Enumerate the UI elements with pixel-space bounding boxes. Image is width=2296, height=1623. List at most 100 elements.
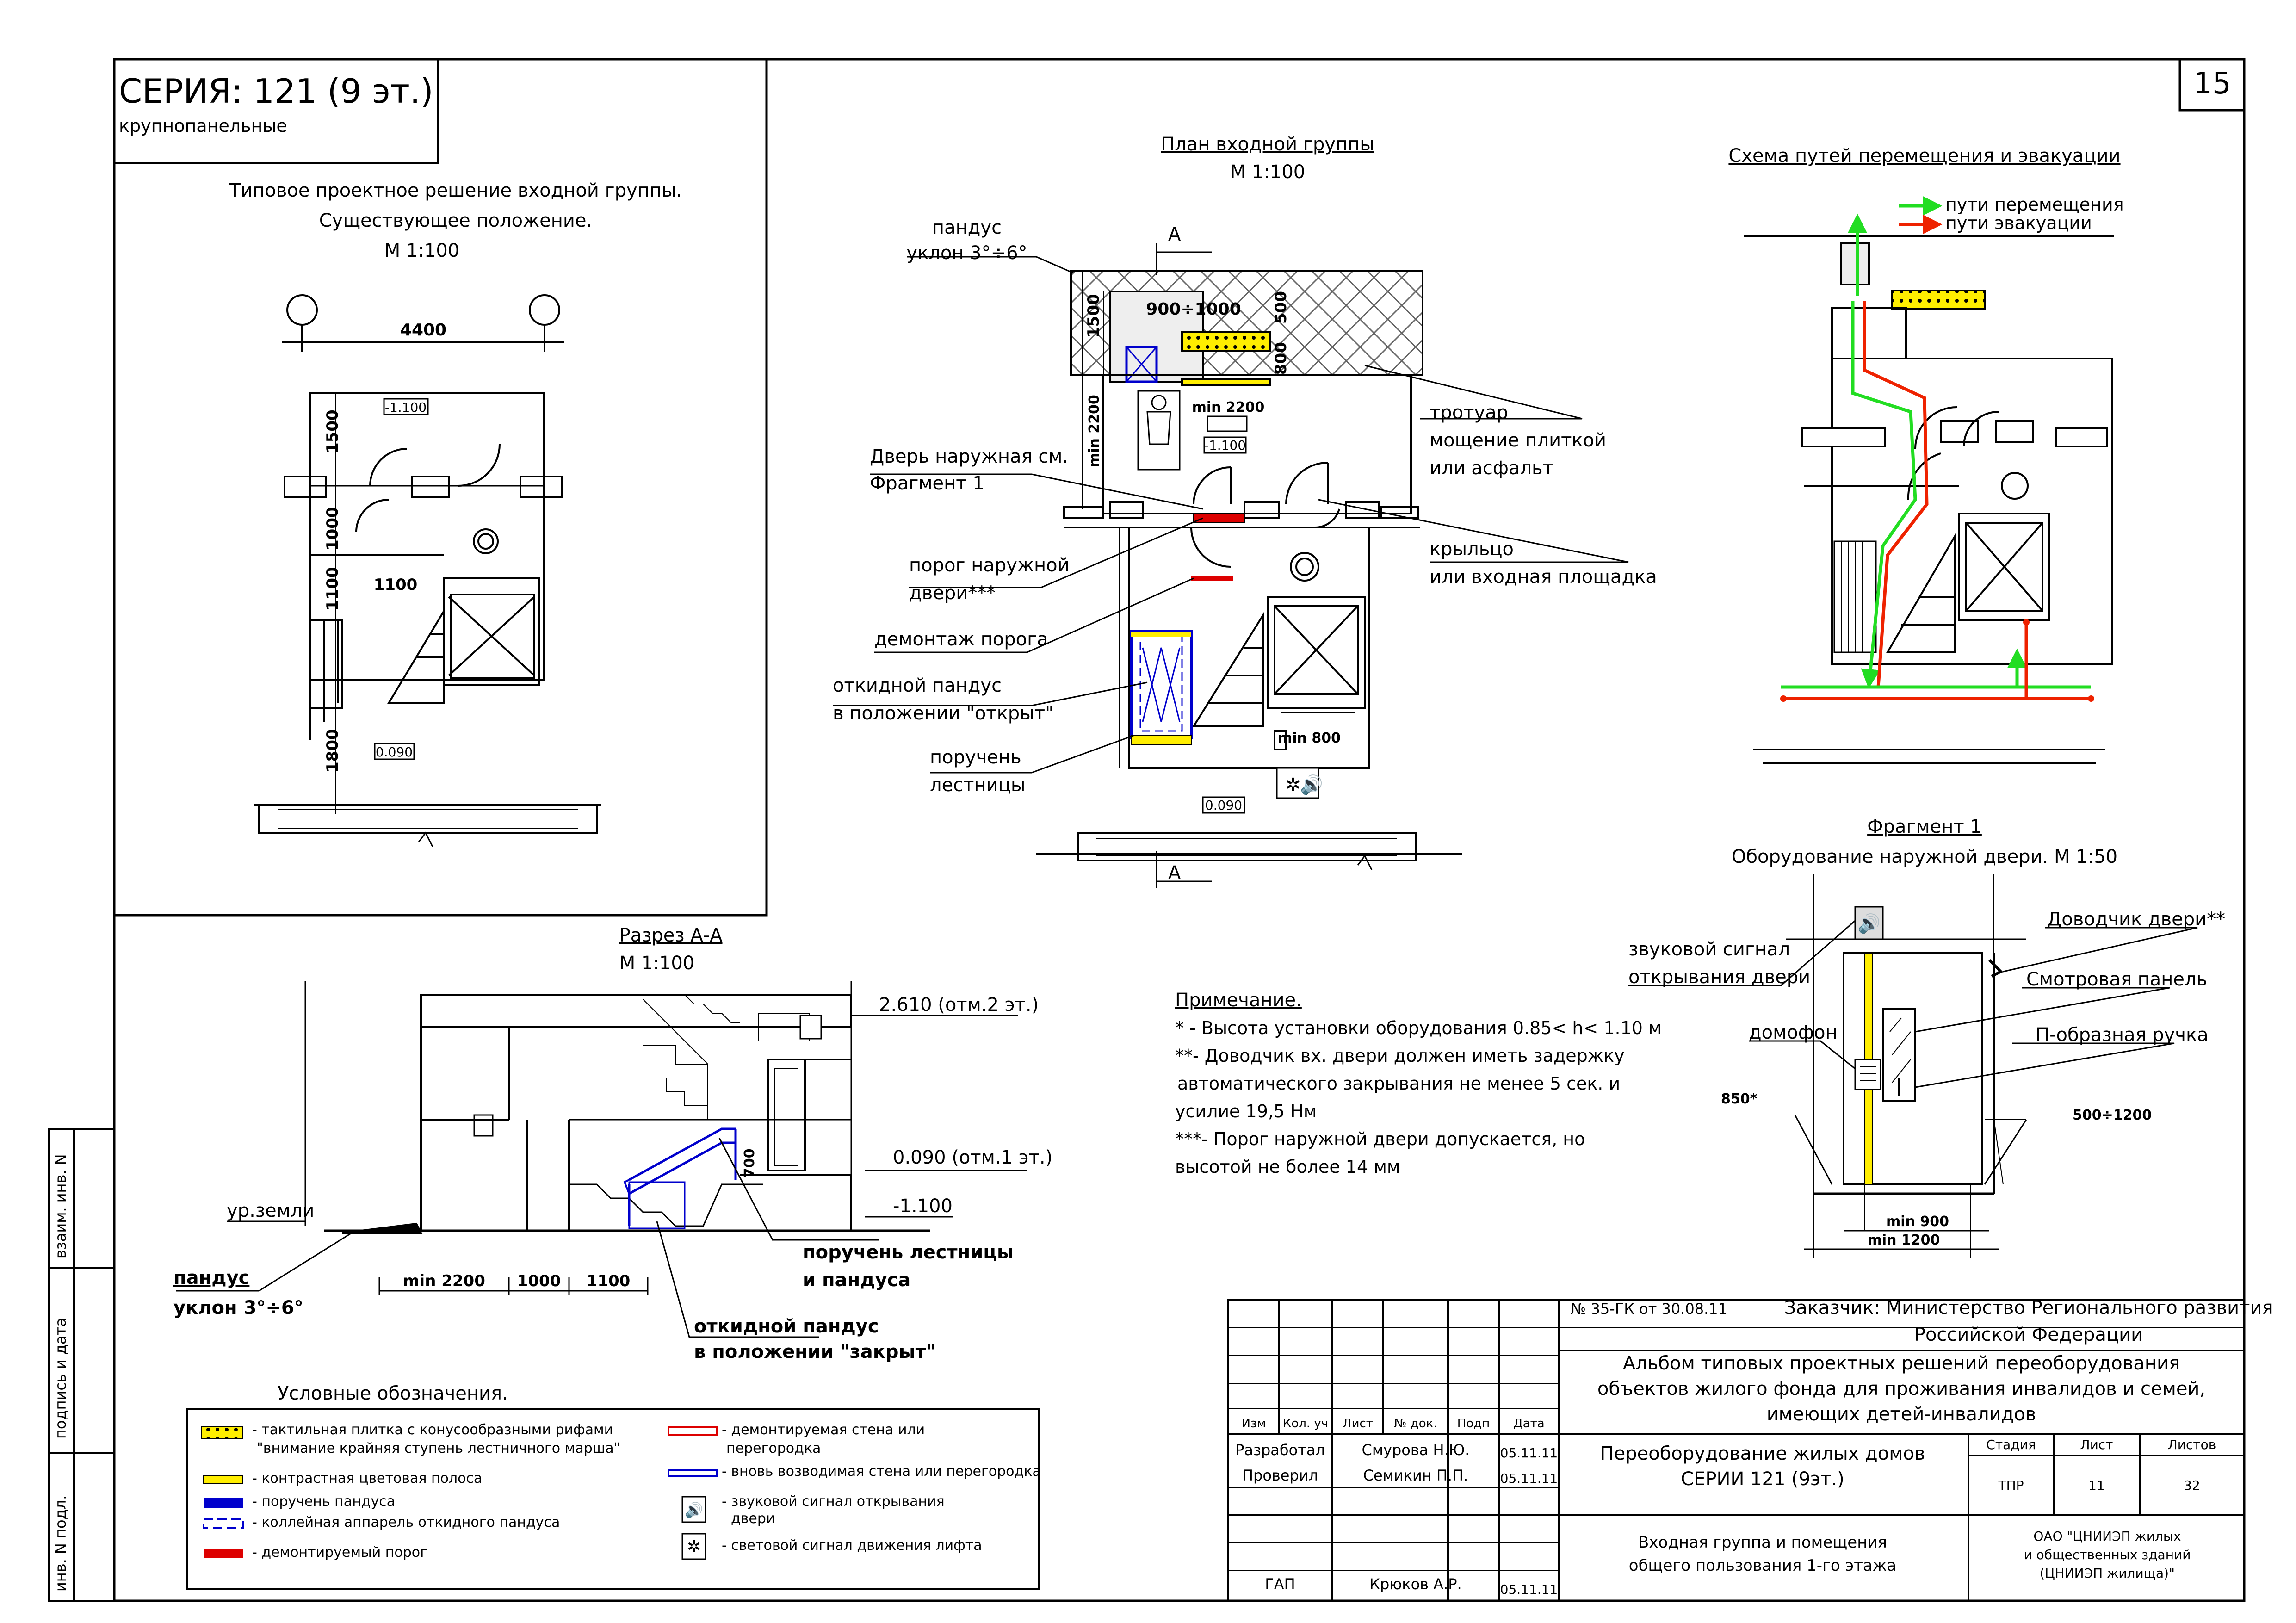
fragment-dim-850: 850* — [1721, 1091, 1758, 1107]
plan-dim-min2200h: min 2200 — [1192, 399, 1265, 415]
notes-n1: * - Высота установки оборудования 0.85< … — [1175, 1018, 1662, 1038]
fragment-labels: звуковой сигнал открывания двери Доводчи… — [1628, 909, 2225, 1248]
plan-fold-ramp-2: в положении "открыт" — [833, 703, 1053, 724]
section-blue-elements — [623, 1127, 737, 1229]
title-block-texts: № 35-ГК от 30.08.11 Заказчик: Министерст… — [1235, 1297, 2273, 1597]
tb-role-1: Разработал — [1235, 1441, 1325, 1459]
fragment-handle: П-образная ручка — [2036, 1024, 2209, 1046]
tb-sheet-title-1: Входная группа и помещения — [1638, 1533, 1887, 1552]
notes-n2a: **- Доводчик вх. двери должен иметь заде… — [1175, 1046, 1624, 1066]
svg-text:✲: ✲ — [1285, 774, 1301, 796]
legend-right-2-1: - звуковой сигнал открывания — [722, 1493, 945, 1510]
section-scale: М 1:100 — [619, 953, 695, 974]
tb-album-1: Альбом типовых проектных решений переобо… — [1623, 1353, 2180, 1374]
tb-role-3: ГАП — [1265, 1575, 1295, 1593]
section-dim-min2200: min 2200 — [403, 1272, 485, 1290]
fragment-dim-min900: min 900 — [1886, 1214, 1949, 1230]
legend-left-1-1: - контрастная цветовая полоса — [252, 1470, 482, 1487]
plan-sidewalk-3: или асфальт — [1430, 458, 1553, 479]
plan-labels: пандус уклон 3°÷6° Дверь наружная см. Фр… — [833, 217, 1657, 796]
series-subtitle: крупнопанельные — [119, 116, 287, 136]
section-level-0090: 0.090 (отм.1 эт.) — [893, 1147, 1052, 1168]
existing-dim-1100v: 1100 — [323, 567, 342, 611]
tb-name-3: Крюков А.Р. — [1369, 1575, 1461, 1593]
notes-n3a: ***- Порог наружной двери допускается, н… — [1175, 1129, 1585, 1149]
section-dims: 2.610 (отм.2 эт.) 0.090 (отм.1 эт.) -1.1… — [173, 994, 1052, 1363]
tb-sheet: 11 — [2088, 1478, 2105, 1493]
tb-date-2: 05.11.11 — [1500, 1471, 1558, 1486]
plan-threshold-1: порог наружной — [909, 555, 1070, 576]
section-handrail-1: поручень лестницы — [803, 1242, 1014, 1263]
side-stamp-c3: инв. N подл. — [52, 1495, 69, 1592]
fragment-door — [1786, 874, 2027, 1258]
tb-sheet-title-2: общего пользования 1-го этажа — [1629, 1556, 1896, 1575]
plan-leaders — [833, 256, 1629, 774]
existing-scale: М 1:100 — [384, 240, 460, 261]
section-ramp-2: уклон 3°÷6° — [173, 1297, 303, 1319]
fragment-subtitle: Оборудование наружной двери. М 1:50 — [1732, 846, 2117, 867]
plan-ramp-label-2: уклон 3°÷6° — [906, 242, 1027, 264]
legend-title: Условные обозначения. — [278, 1383, 508, 1404]
plan-ramp-label-1: пандус — [932, 217, 1002, 238]
existing-dims: 4400 1500 1000 1100 1100 1800 -1.100 0.0… — [323, 321, 446, 773]
plan-porch-2: или входная площадка — [1430, 566, 1657, 588]
existing-dim-1500: 1500 — [323, 409, 342, 453]
scheme-legend-evac: пути эвакуации — [1945, 213, 2092, 233]
plan-porch-1: крыльцо — [1430, 539, 1514, 560]
plan-dim-min800: min 800 — [1278, 730, 1341, 746]
section-drawing — [304, 981, 930, 1234]
plan-dismantle: демонтаж порога — [874, 629, 1048, 650]
notes-n2c: усилие 19,5 Нм — [1175, 1101, 1317, 1121]
tb-customer-2: Российской Федерации — [1914, 1324, 2143, 1345]
fragment-sound-icon: 🔊 — [1857, 912, 1881, 935]
existing-dim-1000: 1000 — [323, 507, 342, 551]
fragment-titles: Фрагмент 1 Оборудование наружной двери. … — [1732, 816, 2117, 867]
plan-sidewalk-2: мощение плиткой — [1430, 430, 1606, 451]
scheme-paths — [1780, 213, 2094, 702]
existing-level-bottom: 0.090 — [376, 744, 413, 760]
scheme-plan — [1744, 235, 2114, 764]
section-dim-1100: 1100 — [587, 1272, 631, 1290]
notes-n2b: автоматического закрывания не менее 5 се… — [1177, 1073, 1620, 1094]
notes-title: Примечание. — [1175, 990, 1302, 1011]
plan-title: План входной группы — [1161, 134, 1374, 155]
plan-handrail-1: поручень — [930, 747, 1021, 768]
plan-fold-ramp-1: откидной пандус — [833, 675, 1002, 696]
existing-dim-width: 4400 — [400, 321, 446, 340]
section-sound-icon — [799, 1015, 822, 1040]
existing-level-top: -1.100 — [385, 400, 427, 415]
plan-dim-500: 500 — [1272, 291, 1290, 324]
fragment-closer: Доводчик двери** — [2047, 909, 2225, 930]
legend-right-3-1: - световой сигнал движения лифта — [722, 1537, 982, 1554]
plan-dim-1500: 1500 — [1084, 294, 1103, 338]
tb-stage-h: Стадия — [1986, 1437, 2036, 1452]
plan-dim-800: 800 — [1272, 342, 1290, 375]
existing-level-bottom-box — [374, 743, 415, 760]
plan-handrail-2: лестницы — [930, 774, 1025, 796]
existing-dim-1100h: 1100 — [374, 576, 418, 594]
tb-name-2: Семикин П.П. — [1363, 1467, 1468, 1484]
plan-level-top: -1.100 — [1204, 438, 1246, 453]
notes: Примечание. * - Высота установки оборудо… — [1175, 990, 1662, 1177]
section-level-2610: 2.610 (отм.2 эт.) — [879, 994, 1039, 1016]
scheme-legend-move: пути перемещения — [1945, 194, 2124, 215]
legend-items: - тактильная плитка с конусообразными ри… — [252, 1422, 1041, 1561]
plan-dims: 900÷1000 1500 500 800 min 2200 min 2200 … — [1084, 291, 1341, 814]
existing-title-2: Существующее положение. — [319, 210, 593, 231]
existing-plan — [254, 294, 601, 847]
title-block — [1227, 1299, 2245, 1602]
tb-role-2: Проверил — [1242, 1467, 1318, 1484]
side-stamp-c2: подпись и дата — [52, 1318, 69, 1439]
legend-right-2-2: двери — [731, 1511, 775, 1527]
section-dim-1000: 1000 — [517, 1272, 561, 1290]
section-dim-700: 700 — [742, 1148, 758, 1177]
plan-section-mark-bottom: А — [1168, 862, 1181, 884]
section-titles: Разрез А-А М 1:100 — [619, 925, 723, 974]
fragment-sound-1: звуковой сигнал — [1628, 939, 1790, 960]
plan-sidewalk-1: тротуар — [1430, 402, 1508, 423]
series-title: СЕРИЯ: 121 (9 эт.) — [119, 72, 433, 111]
section-fold-1: откидной пандус — [694, 1316, 879, 1337]
section-ramp-1: пандус — [173, 1267, 249, 1288]
legend-left-4-1: - демонтируемый порог — [252, 1544, 427, 1561]
